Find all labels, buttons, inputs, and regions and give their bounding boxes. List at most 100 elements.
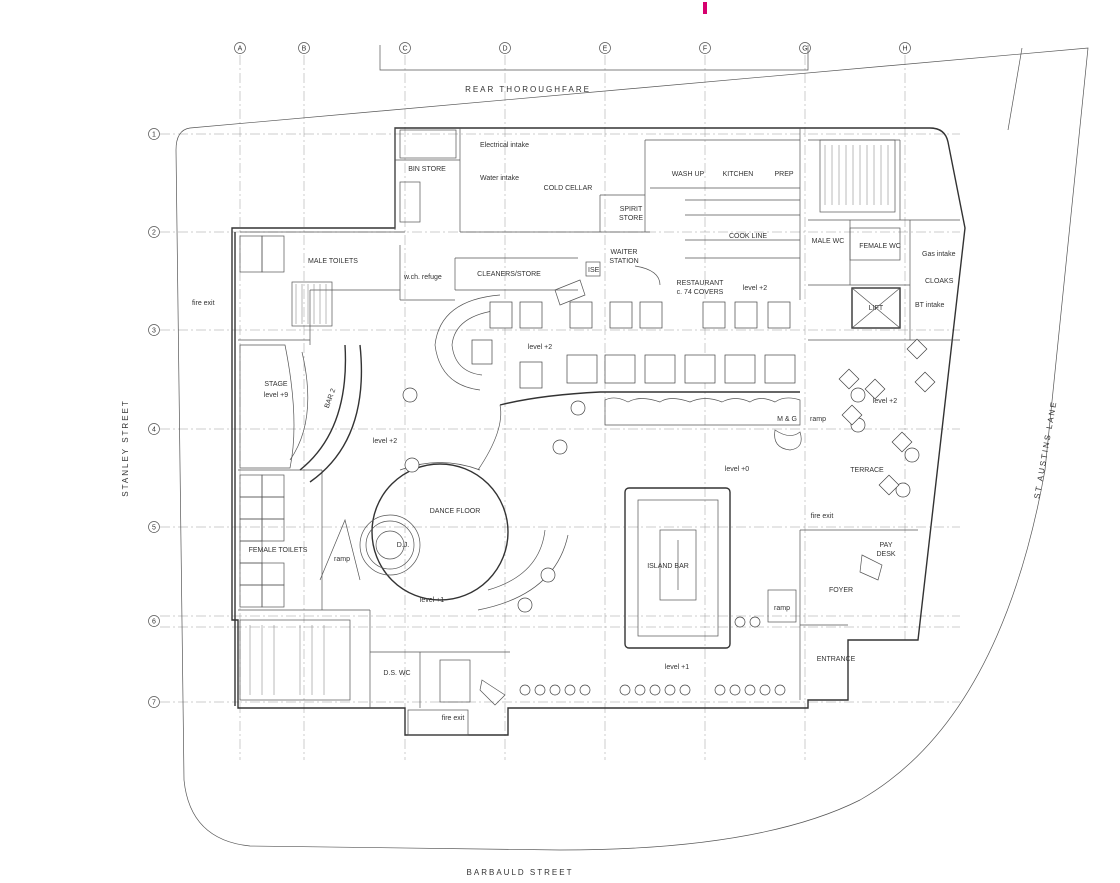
room-labels: BIN STORE Electrical intake Water intake… — [192, 142, 956, 722]
label-waiter-station-2: STATION — [609, 258, 638, 265]
label-spirit-store-1: SPIRIT — [620, 206, 643, 213]
label-pay-desk-2: DESK — [876, 551, 895, 558]
label-cold-cellar: COLD CELLAR — [544, 185, 593, 192]
grid-bubble-f: F — [699, 42, 711, 54]
label-wch-refuge: w.ch. refuge — [403, 274, 442, 281]
grid-bubble-g: G — [799, 42, 811, 54]
terrace-tables — [838, 338, 936, 496]
lane-edge — [1007, 47, 1023, 131]
grid-bubble-3: 3 — [148, 324, 160, 336]
label-fire-exit-south: fire exit — [442, 715, 465, 722]
grid-label-e: E — [603, 46, 608, 53]
site-boundary — [175, 47, 1089, 851]
label-foyer: FOYER — [829, 587, 853, 594]
label-kitchen: KITCHEN — [723, 171, 754, 178]
label-bt-intake: BT intake — [915, 302, 945, 309]
label-ramp-mg: ramp — [810, 416, 826, 423]
grid-label-b: B — [302, 46, 307, 53]
round-tables — [402, 387, 920, 613]
structural-grid — [160, 55, 960, 760]
street-stanley: STANLEY STREET — [121, 399, 130, 497]
label-mid-level: level +2 — [528, 344, 552, 351]
label-dj: D.J. — [397, 542, 410, 549]
grid-label-1: 1 — [152, 132, 156, 139]
grid-bubble-b: B — [298, 42, 310, 54]
grid-label-d: D — [502, 46, 507, 53]
toilet-cubicles — [239, 227, 901, 608]
street-rear-thoroughfare: REAR THOROUGHFARE — [465, 85, 591, 94]
label-restaurant-level: level +2 — [743, 285, 767, 292]
label-terrace: TERRACE — [850, 467, 884, 474]
label-m-and-g: M & G — [777, 416, 797, 423]
label-female-wc: FEMALE WC — [859, 243, 901, 250]
label-wash-up: WASH UP — [672, 171, 705, 178]
label-water-intake: Water intake — [480, 175, 519, 182]
label-ise: ISE — [588, 267, 600, 274]
label-restaurant-2: c. 74 COVERS — [677, 289, 724, 296]
label-waiter-station-1: WAITER — [611, 249, 638, 256]
grid-label-4: 4 — [152, 427, 156, 434]
page-marker — [703, 2, 707, 14]
grid-label-5: 5 — [152, 525, 156, 532]
grid-bubble-2: 2 — [148, 226, 160, 238]
grid-label-h: H — [902, 46, 907, 53]
grid-label-3: 3 — [152, 328, 156, 335]
grid-bubble-e: E — [599, 42, 611, 54]
label-fire-exit-east: fire exit — [811, 513, 834, 520]
label-upper-level: level +2 — [373, 438, 397, 445]
label-fire-exit-west: fire exit — [192, 300, 215, 307]
grid-label-f: F — [703, 46, 707, 53]
label-level-plus0: level +0 — [725, 466, 749, 473]
label-dance-floor: DANCE FLOOR — [430, 508, 481, 515]
grid-label-7: 7 — [152, 700, 156, 707]
label-dis-wc: D.S. WC — [383, 670, 410, 677]
grid-bubble-h: H — [899, 42, 911, 54]
label-ramp-foyer: ramp — [774, 605, 790, 612]
balcony-curve — [477, 404, 502, 471]
grid-bubble-a: A — [234, 42, 246, 54]
label-male-wc: MALE WC — [812, 238, 845, 245]
restaurant-tables — [471, 301, 801, 426]
grid-label-a: A — [238, 46, 243, 53]
label-male-toilets: MALE TOILETS — [308, 258, 358, 265]
grid-bubble-6: 6 — [148, 615, 160, 627]
grid-row-markers: 1 2 3 4 5 6 7 — [148, 128, 160, 708]
label-bar-2: BAR 2 — [324, 388, 338, 410]
fixtures — [407, 261, 883, 736]
grid-column-markers: A B C D E F G H — [234, 42, 911, 54]
dance-floor-area — [319, 462, 509, 601]
label-female-toilets: FEMALE TOILETS — [249, 547, 308, 554]
grid-bubble-c: C — [399, 42, 411, 54]
label-lift: LIFT — [869, 305, 884, 312]
lift-shaft — [851, 287, 901, 329]
label-pay-desk-1: PAY — [880, 542, 893, 549]
stairs — [239, 129, 896, 701]
label-ramp-dance: ramp — [334, 556, 350, 563]
label-cook-line: COOK LINE — [729, 233, 767, 240]
street-barbauld: BARBAULD STREET — [467, 868, 574, 877]
label-electrical-intake: Electrical intake — [480, 142, 529, 149]
label-restaurant-1: RESTAURANT — [677, 280, 725, 287]
bar-stools-south — [519, 616, 786, 696]
grid-bubble-4: 4 — [148, 423, 160, 435]
street-st-austins-lane: ST AUSTINS LANE — [1032, 400, 1058, 500]
label-level-plus1-south: level +1 — [665, 664, 689, 671]
label-cloaks: CLOAKS — [925, 278, 954, 285]
grid-bubble-5: 5 — [148, 521, 160, 533]
island-bar — [624, 487, 731, 649]
stage-and-bar — [239, 344, 363, 483]
label-cleaners-store: CLEANERS/STORE — [477, 271, 541, 278]
grid-label-g: G — [802, 46, 807, 53]
grid-label-6: 6 — [152, 619, 156, 626]
grid-label-2: 2 — [152, 230, 156, 237]
label-prep: PREP — [774, 171, 793, 178]
rear-thoroughfare-edge — [379, 45, 809, 71]
grid-bubble-1: 1 — [148, 128, 160, 140]
grid-bubble-d: D — [499, 42, 511, 54]
label-terrace-level: level +2 — [873, 398, 897, 405]
label-entrance: ENTRANCE — [817, 656, 856, 663]
balcony-edge — [499, 391, 800, 406]
label-stage-level: level +9 — [264, 392, 288, 399]
label-bin-store: BIN STORE — [408, 166, 446, 173]
